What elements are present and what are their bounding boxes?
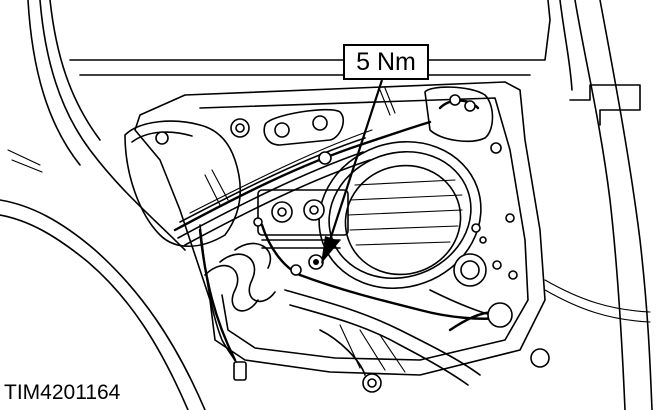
handle-mechanism bbox=[424, 86, 502, 154]
top-bolt-plate bbox=[230, 108, 345, 165]
door-frame-lines bbox=[0, 0, 653, 410]
torque-fastener bbox=[308, 254, 324, 270]
figure-reference-code: TIM4201164 bbox=[4, 381, 121, 404]
inner-panel bbox=[134, 81, 546, 376]
regulator-bracket bbox=[124, 120, 241, 247]
cable-run bbox=[199, 217, 382, 393]
torque-callout-label: 5 Nm bbox=[343, 44, 429, 80]
right-hardware bbox=[448, 213, 550, 368]
callout-leader-arrow bbox=[321, 79, 384, 264]
